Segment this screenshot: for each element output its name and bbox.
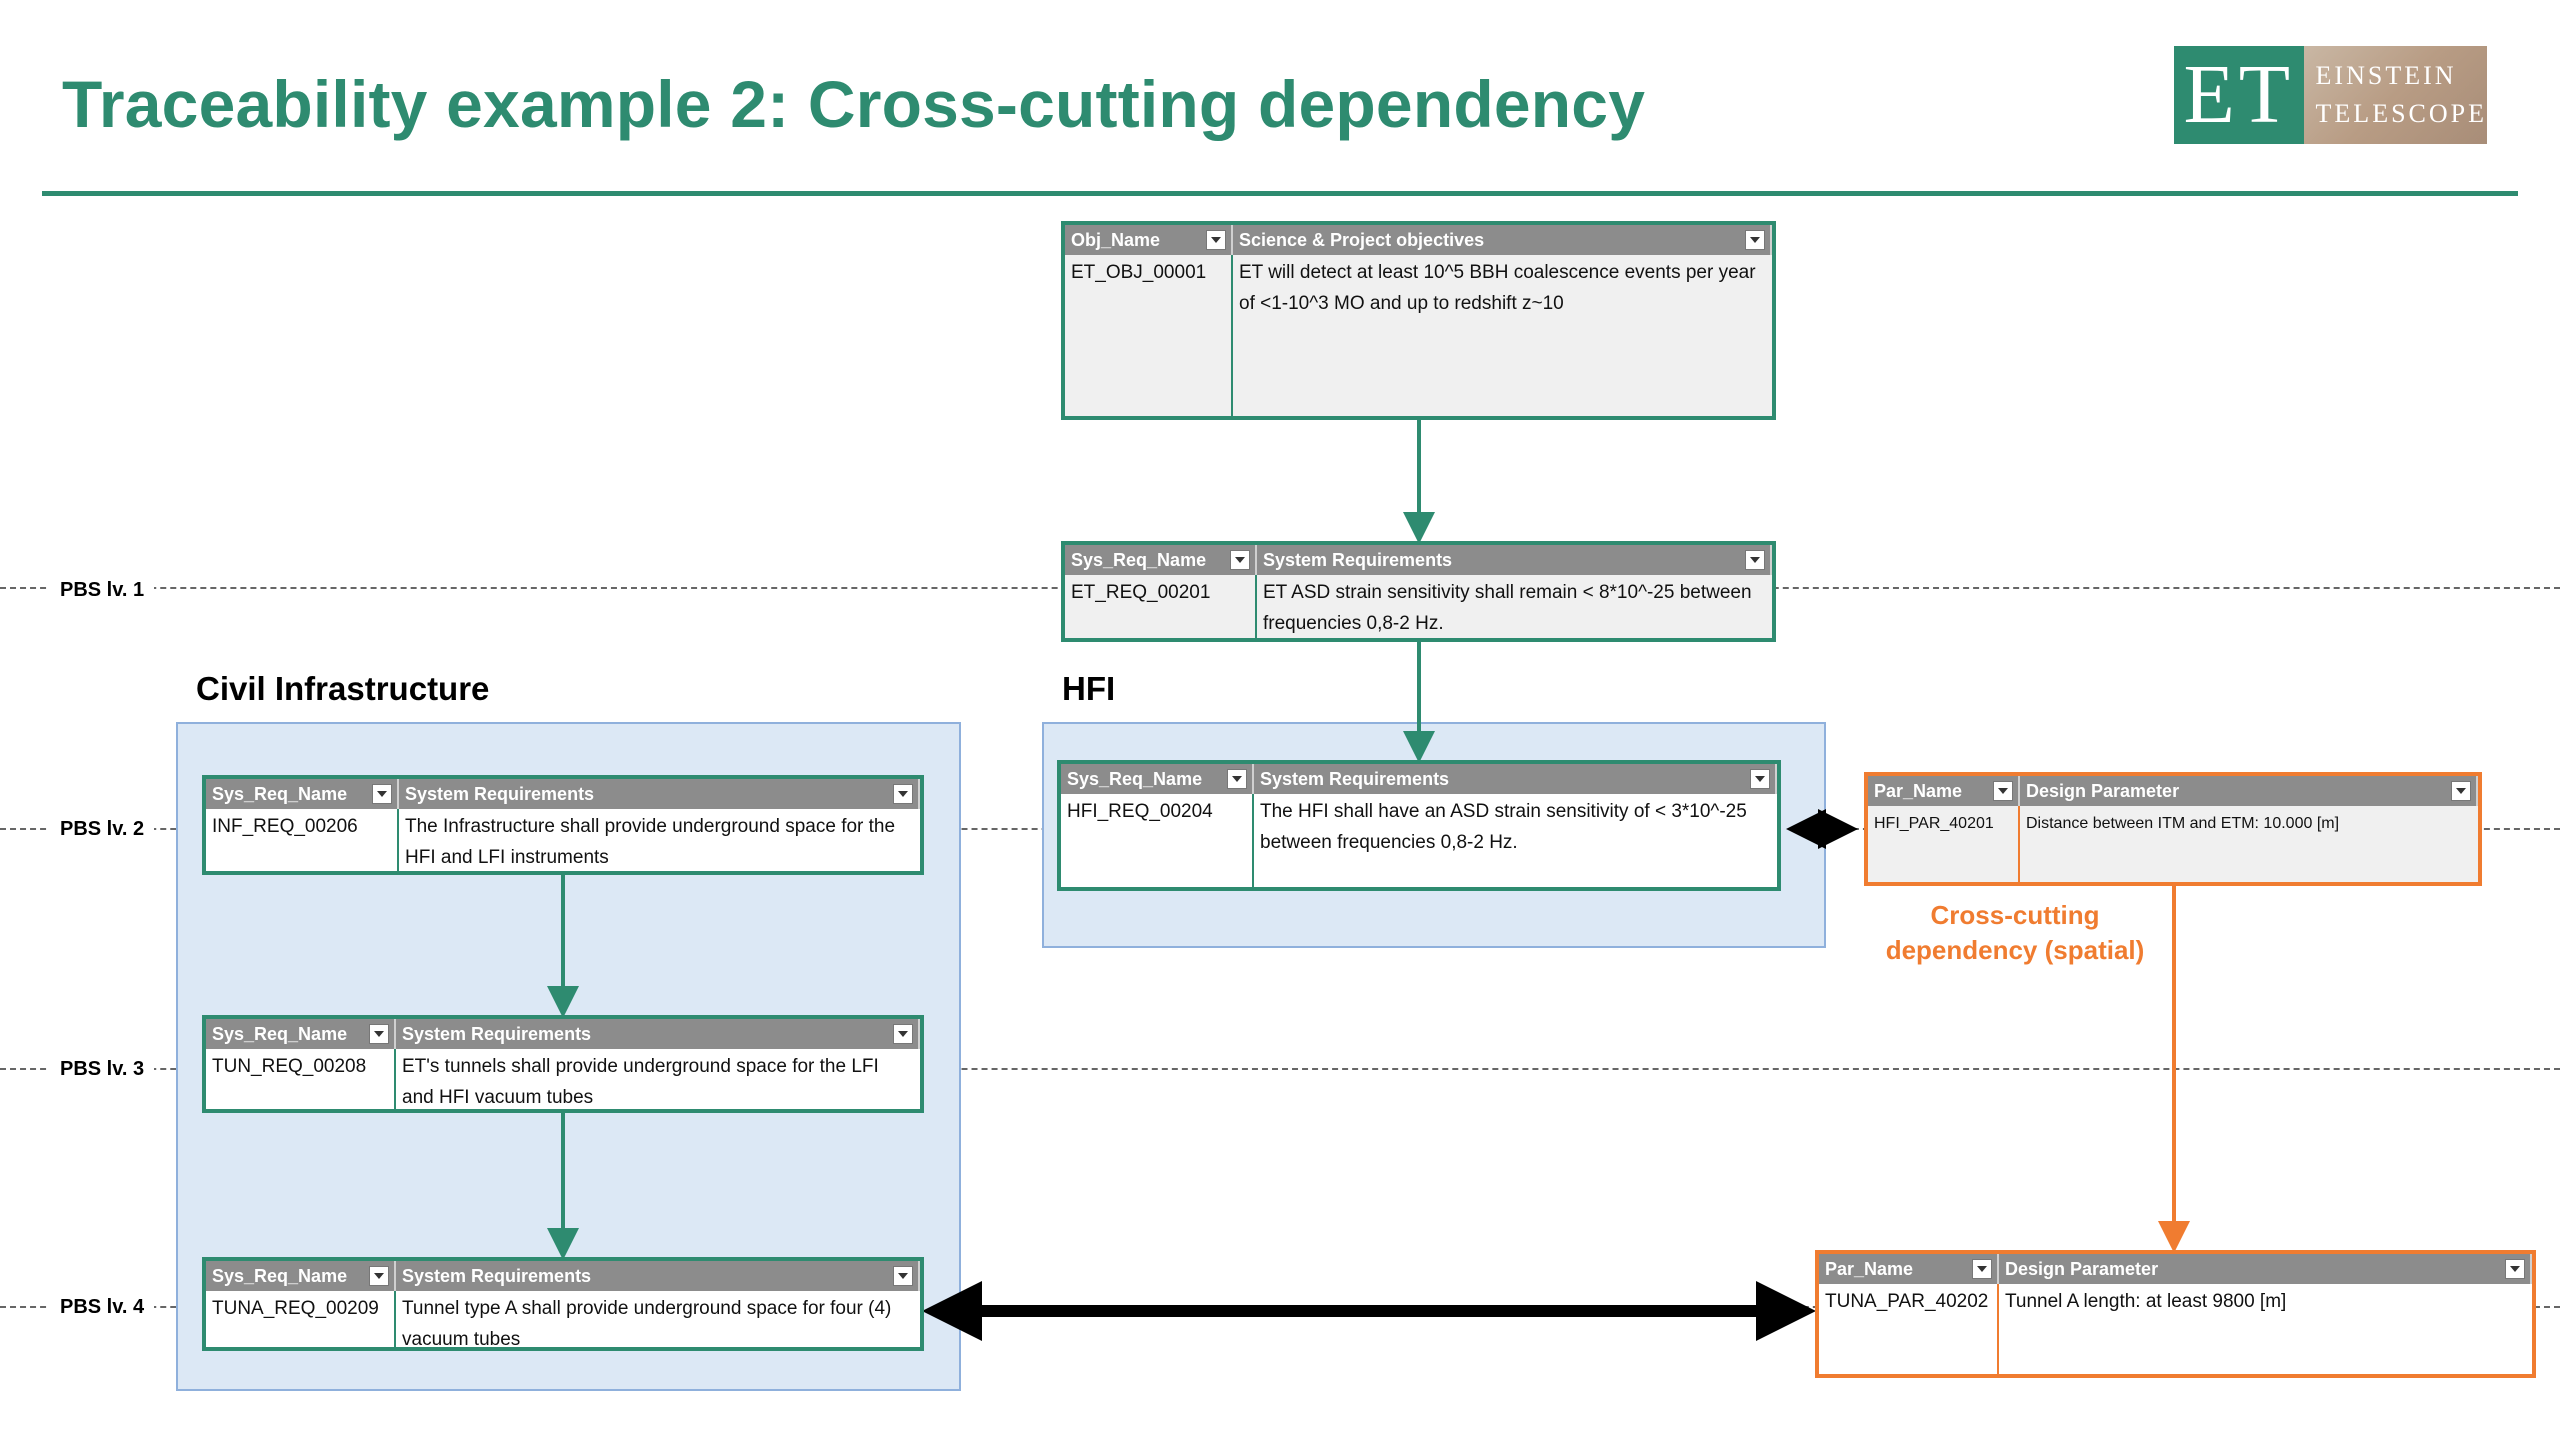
- page-title: Traceability example 2: Cross-cutting de…: [62, 67, 1646, 141]
- civil-infrastructure-label: Civil Infrastructure: [196, 670, 490, 707]
- et-req-header-name: Sys_Req_Name: [1065, 545, 1257, 575]
- hfi-par-text: Distance between ITM and ETM: 10.000 [m]: [2020, 806, 2478, 882]
- inf-req-id: INF_REQ_00206: [206, 809, 399, 871]
- objective-header-name: Obj_Name: [1065, 225, 1233, 255]
- objective-table: Obj_Name Science & Project objectives ET…: [1061, 221, 1776, 420]
- inf-req-header-name: Sys_Req_Name: [206, 779, 399, 809]
- filter-dropdown-icon[interactable]: [2451, 781, 2471, 801]
- filter-dropdown-icon[interactable]: [369, 1024, 389, 1044]
- tuna-req-header-desc: System Requirements: [396, 1261, 920, 1291]
- tun-req-header-name: Sys_Req_Name: [206, 1019, 396, 1049]
- cross-cutting-label: Cross-cutting dependency (spatial): [1885, 900, 2145, 965]
- tuna-req-id: TUNA_REQ_00209: [206, 1291, 396, 1347]
- filter-dropdown-icon[interactable]: [369, 1266, 389, 1286]
- tun-req-header-desc: System Requirements: [396, 1019, 920, 1049]
- et-requirement-table: Sys_Req_Name System Requirements ET_REQ_…: [1061, 541, 1776, 642]
- filter-dropdown-icon[interactable]: [1227, 769, 1247, 789]
- pbs-level-3-label: PBS lv. 3: [50, 1057, 155, 1081]
- hfi-req-id: HFI_REQ_00204: [1061, 794, 1254, 887]
- hfi-req-text: The HFI shall have an ASD strain sensiti…: [1260, 801, 1747, 853]
- inf-req-text: The Infrastructure shall provide undergr…: [405, 816, 896, 868]
- filter-dropdown-icon[interactable]: [893, 784, 913, 804]
- logo-words: EINSTEIN TELESCOPE: [2303, 46, 2487, 144]
- filter-dropdown-icon[interactable]: [2505, 1259, 2525, 1279]
- filter-dropdown-icon[interactable]: [1230, 550, 1250, 570]
- hfi-req-header-name: Sys_Req_Name: [1061, 764, 1254, 794]
- et-req-header-desc: System Requirements: [1257, 545, 1772, 575]
- hfi-parameter-table: Par_Name Design Parameter HFI_PAR_40201 …: [1864, 772, 2482, 886]
- tuna-par-header-desc: Design Parameter: [1999, 1254, 2532, 1284]
- objective-text: ET will detect at least 10^5 BBH coalesc…: [1233, 255, 1772, 416]
- einstein-telescope-logo: ET EINSTEIN TELESCOPE: [2174, 46, 2487, 144]
- tuna-par-id: TUNA_PAR_40202: [1819, 1284, 1999, 1374]
- hfi-par-header-desc: Design Parameter: [2020, 776, 2478, 806]
- pbs-level-3-line: [0, 1068, 2560, 1070]
- objective-id: ET_OBJ_00001: [1065, 255, 1233, 416]
- tuna-req-text: Tunnel type A shall provide underground …: [402, 1298, 892, 1347]
- filter-dropdown-icon[interactable]: [893, 1266, 913, 1286]
- logo-letters: ET: [2174, 46, 2304, 144]
- filter-dropdown-icon[interactable]: [1972, 1259, 1992, 1279]
- tun-req-text: ET's tunnels shall provide underground s…: [402, 1056, 879, 1108]
- tuna-par-text: Tunnel A length: at least 9800 [m]: [2005, 1291, 2287, 1312]
- filter-dropdown-icon[interactable]: [893, 1024, 913, 1044]
- inf-req-header-desc: System Requirements: [399, 779, 920, 809]
- objective-header-desc: Science & Project objectives: [1233, 225, 1772, 255]
- filter-dropdown-icon[interactable]: [1993, 781, 2013, 801]
- hfi-req-header-desc: System Requirements: [1254, 764, 1777, 794]
- tuna-requirement-table: Sys_Req_Name System Requirements TUNA_RE…: [202, 1257, 924, 1351]
- inf-requirement-table: Sys_Req_Name System Requirements INF_REQ…: [202, 775, 924, 875]
- tuna-req-header-name: Sys_Req_Name: [206, 1261, 396, 1291]
- tun-requirement-table: Sys_Req_Name System Requirements TUN_REQ…: [202, 1015, 924, 1113]
- pbs-level-1-label: PBS lv. 1: [50, 578, 155, 602]
- filter-dropdown-icon[interactable]: [1745, 230, 1765, 250]
- pbs-level-2-label: PBS lv. 2: [50, 817, 155, 841]
- filter-dropdown-icon[interactable]: [372, 784, 392, 804]
- et-req-id: ET_REQ_00201: [1065, 575, 1257, 638]
- hfi-requirement-table: Sys_Req_Name System Requirements HFI_REQ…: [1057, 760, 1781, 891]
- title-divider: [42, 191, 2518, 196]
- tuna-parameter-table: Par_Name Design Parameter TUNA_PAR_40202…: [1815, 1250, 2536, 1378]
- logo-line-2: TELESCOPE: [2315, 99, 2487, 128]
- pbs-level-4-label: PBS lv. 4: [50, 1295, 155, 1319]
- filter-dropdown-icon[interactable]: [1745, 550, 1765, 570]
- filter-dropdown-icon[interactable]: [1206, 230, 1226, 250]
- hfi-par-id: HFI_PAR_40201: [1868, 806, 2020, 882]
- tuna-par-header-name: Par_Name: [1819, 1254, 1999, 1284]
- hfi-par-header-name: Par_Name: [1868, 776, 2020, 806]
- logo-line-1: EINSTEIN: [2315, 61, 2457, 90]
- hfi-label: HFI: [1062, 670, 1116, 707]
- et-req-text: ET ASD strain sensitivity shall remain <…: [1257, 575, 1772, 638]
- filter-dropdown-icon[interactable]: [1750, 769, 1770, 789]
- tun-req-id: TUN_REQ_00208: [206, 1049, 396, 1109]
